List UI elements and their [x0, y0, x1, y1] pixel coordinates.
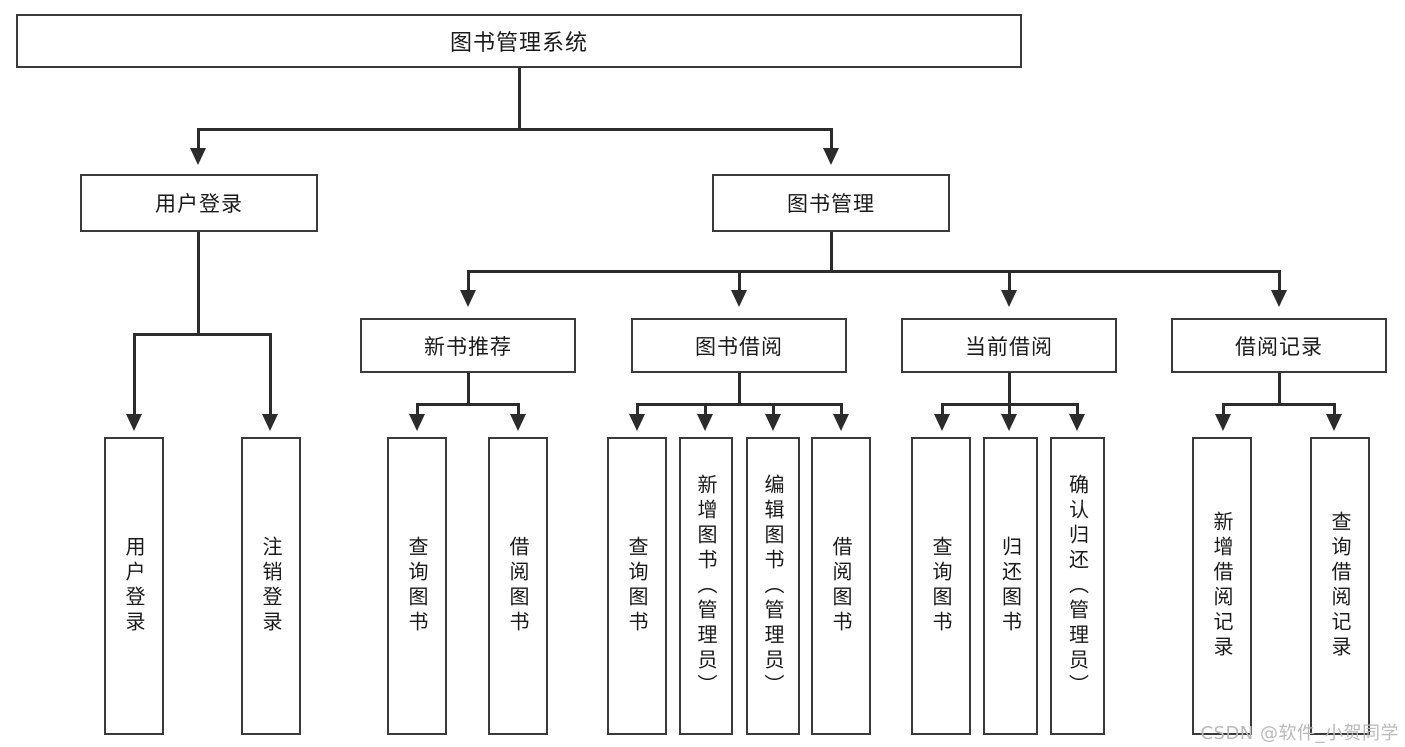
connector-level3-drop-1 — [467, 270, 470, 292]
connector-current-borrow-stem — [1008, 373, 1011, 405]
connector-borrow-record-drop-1 — [1222, 403, 1225, 415]
arrow-to-current-borrow — [1001, 290, 1017, 307]
arrow-to-leaf-edit-book — [765, 414, 781, 431]
leaf-edit-book-admin[interactable]: 编辑图书（管理员） — [746, 437, 800, 735]
leaf-confirm-return-admin[interactable]: 确认归还（管理员） — [1050, 437, 1105, 735]
connector-level3-bus — [467, 270, 1279, 273]
node-label: 查询图书 — [625, 536, 649, 636]
leaf-user-login[interactable]: 用户登录 — [104, 437, 164, 735]
connector-borrow-record-stem — [1278, 373, 1281, 405]
connector-book-borrow-drop-1 — [636, 403, 639, 415]
connector-borrow-record-drop-2 — [1333, 403, 1336, 415]
connector-book-borrow-drop-3 — [772, 403, 775, 415]
node-current-borrow[interactable]: 当前借阅 — [901, 318, 1117, 373]
node-label: 新增借阅记录 — [1210, 511, 1234, 661]
leaf-query-borrow-record[interactable]: 查询借阅记录 — [1310, 437, 1370, 735]
arrow-to-leaf-confirm-return — [1069, 414, 1085, 431]
arrow-to-leaf-query-record — [1326, 414, 1342, 431]
arrow-to-user-login — [190, 148, 206, 165]
leaf-logout[interactable]: 注销登录 — [241, 437, 301, 735]
node-label: 借阅图书 — [506, 536, 530, 636]
arrow-to-leaf-user-login — [126, 414, 142, 431]
node-label: 用户登录 — [155, 192, 243, 216]
connector-book-management-stem — [830, 232, 833, 272]
arrow-to-book-management — [823, 148, 839, 165]
node-user-login[interactable]: 用户登录 — [80, 174, 318, 232]
arrow-to-new-book-recommend — [460, 290, 476, 307]
leaf-add-borrow-record[interactable]: 新增借阅记录 — [1192, 437, 1252, 735]
arrow-to-leaf-query-book-3 — [934, 414, 950, 431]
connector-root-stem — [518, 68, 521, 130]
connector-level2-bus — [197, 128, 832, 131]
connector-book-borrow-drop-2 — [704, 403, 707, 415]
connector-level2-drop-2 — [830, 128, 833, 150]
connector-book-borrow-drop-4 — [840, 403, 843, 415]
connector-level3-drop-4 — [1278, 270, 1281, 292]
node-book-borrow[interactable]: 图书借阅 — [631, 318, 847, 373]
node-label: 图书管理 — [787, 192, 875, 216]
connector-current-borrow-drop-3 — [1076, 403, 1079, 415]
arrow-to-leaf-query-book-1 — [409, 414, 425, 431]
leaf-query-book-current[interactable]: 查询图书 — [911, 437, 971, 735]
node-label: 查询借阅记录 — [1328, 511, 1352, 661]
arrow-to-leaf-borrow-book-2 — [833, 414, 849, 431]
node-label: 注销登录 — [259, 536, 283, 636]
node-label: 用户登录 — [122, 536, 146, 636]
csdn-watermark: CSDN @软件_小贺同学 — [1200, 723, 1399, 744]
connector-new-book-stem — [467, 373, 470, 405]
node-label: 借阅记录 — [1235, 334, 1323, 359]
arrow-to-leaf-add-book — [697, 414, 713, 431]
arrow-to-leaf-borrow-book-1 — [510, 414, 526, 431]
node-label: 编辑图书（管理员） — [761, 473, 785, 699]
node-book-management[interactable]: 图书管理 — [712, 174, 950, 232]
arrow-to-leaf-logout — [262, 414, 278, 431]
leaf-borrow-book-recommend[interactable]: 借阅图书 — [488, 437, 548, 735]
arrow-to-borrow-record — [1271, 290, 1287, 307]
node-root-book-management-system[interactable]: 图书管理系统 — [16, 14, 1022, 68]
connector-new-book-bus — [416, 403, 520, 406]
node-label: 图书管理系统 — [449, 31, 588, 56]
leaf-query-book-recommend[interactable]: 查询图书 — [387, 437, 447, 735]
connector-user-login-stem — [197, 232, 200, 335]
connector-borrow-record-bus — [1222, 403, 1336, 406]
connector-new-book-drop-1 — [416, 403, 419, 415]
leaf-return-book[interactable]: 归还图书 — [983, 437, 1038, 735]
connector-new-book-drop-2 — [517, 403, 520, 415]
connector-level3-drop-2 — [738, 270, 741, 292]
leaf-query-book-borrow[interactable]: 查询图书 — [607, 437, 667, 735]
arrow-to-leaf-return-book — [1001, 414, 1017, 431]
arrow-to-leaf-add-record — [1215, 414, 1231, 431]
node-new-book-recommend[interactable]: 新书推荐 — [360, 318, 576, 373]
connector-book-borrow-bus — [636, 403, 842, 406]
node-label: 归还图书 — [998, 536, 1023, 636]
node-label: 确认归还（管理员） — [1065, 473, 1090, 699]
node-label: 查询图书 — [405, 536, 429, 636]
node-label: 新书推荐 — [424, 334, 512, 359]
node-label: 图书借阅 — [695, 334, 783, 359]
node-label: 当前借阅 — [965, 334, 1053, 359]
connector-user-login-bus — [133, 333, 269, 336]
node-label: 借阅图书 — [829, 536, 853, 636]
leaf-add-book-admin[interactable]: 新增图书（管理员） — [679, 437, 733, 735]
node-label: 查询图书 — [929, 536, 953, 636]
connector-level2-drop-1 — [197, 128, 200, 150]
connector-user-login-drop-2 — [269, 333, 272, 415]
arrow-to-leaf-query-book-2 — [629, 414, 645, 431]
connector-current-borrow-drop-1 — [941, 403, 944, 415]
node-borrow-record[interactable]: 借阅记录 — [1171, 318, 1387, 373]
connector-user-login-drop-1 — [133, 333, 136, 415]
leaf-borrow-book-borrow[interactable]: 借阅图书 — [811, 437, 871, 735]
node-label: 新增图书（管理员） — [694, 473, 718, 699]
connector-current-borrow-drop-2 — [1008, 403, 1011, 415]
connector-book-borrow-stem — [738, 373, 741, 405]
connector-level3-drop-3 — [1008, 270, 1011, 292]
arrow-to-book-borrow — [731, 290, 747, 307]
